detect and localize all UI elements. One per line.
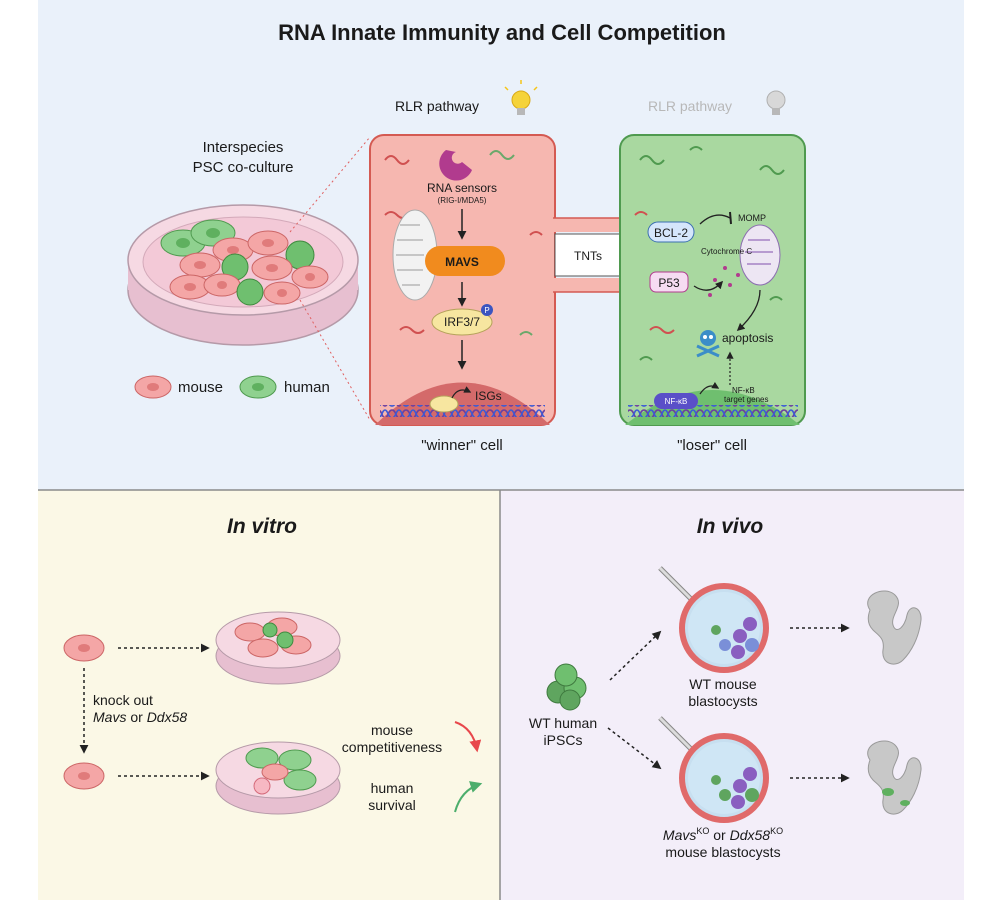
ipsc-label-line1: WT human <box>529 715 597 731</box>
ipsc-label-line2: iPSCs <box>544 732 583 748</box>
isg-transcription-arrow <box>451 386 472 399</box>
ko-blastocyst <box>658 716 769 823</box>
wt-embryo-icon <box>867 590 922 665</box>
irf-label: IRF3/7 <box>444 315 480 329</box>
ko-blastocyst-label-line1: MavsKO or Ddx58KO <box>663 826 783 843</box>
human-ipsc-cluster <box>546 663 587 711</box>
dish-mouse-cell <box>247 230 289 256</box>
up-arrow-icon <box>454 781 483 813</box>
in-vitro-panel <box>38 490 500 900</box>
rna-sensors-sublabel: (RIG-I/MDA5) <box>438 196 487 205</box>
mouse-competitiveness-line1: mouse <box>371 722 413 738</box>
rna-sensor-icon <box>439 150 472 181</box>
coculture-dish <box>127 204 359 346</box>
coculture-label-line2: PSC co-culture <box>193 159 294 176</box>
figure-title: RNA Innate Immunity and Cell Competition <box>278 20 726 45</box>
irf-box <box>431 308 493 336</box>
cytc-to-apoptosis-arrow <box>736 289 761 332</box>
loser-caption: "loser" cell <box>677 437 747 454</box>
p53-to-momp-arrow <box>693 280 724 291</box>
invitro-dish-ko <box>215 741 341 815</box>
lightbulb-off-icon <box>766 90 786 115</box>
invitro-dish-wt <box>215 611 341 685</box>
loser-cell <box>619 134 806 426</box>
winner-cell <box>369 134 556 426</box>
in-vitro-title: In vitro <box>227 515 297 538</box>
dish-mouse-cell <box>179 252 221 278</box>
legend-human-label: human <box>284 379 330 396</box>
zoom-line-bottom <box>299 299 371 421</box>
zoom-line-top <box>289 136 371 233</box>
nfkb-box <box>654 393 698 409</box>
bcl2-inhibition-line <box>699 214 731 225</box>
coculture-label-line1: Interspecies <box>203 139 284 156</box>
p53-box <box>649 271 689 293</box>
invitro-mouse-cell-ko <box>63 762 105 790</box>
nfkb-targets-line1: NF-κB <box>732 386 755 395</box>
legend-mouse <box>134 375 172 399</box>
winner-caption: "winner" cell <box>421 437 503 454</box>
knockout-label-line2: Mavs or Ddx58 <box>93 709 187 725</box>
bcl2-inhibition-bar <box>729 211 732 225</box>
bcl2-box <box>647 221 695 243</box>
tnt-bridge <box>553 217 625 293</box>
ko-embryo-icon <box>867 740 922 815</box>
tnts-label: TNTs <box>574 249 602 263</box>
cytochrome-label: Cytochrome C <box>701 247 752 256</box>
rna-sensors-label: RNA sensors <box>427 181 497 195</box>
phosphate-icon <box>481 304 493 316</box>
ko-blastocyst-label-line2: mouse blastocysts <box>665 844 780 860</box>
phosphate-label: P <box>484 306 489 315</box>
bcl2-label: BCL-2 <box>654 226 688 240</box>
winner-pathway-label: RLR pathway <box>395 98 479 114</box>
loser-pathway-label: RLR pathway <box>648 98 732 114</box>
human-survival-line2: survival <box>368 797 415 813</box>
dish-mouse-cell <box>263 281 301 305</box>
isg-factor <box>429 395 459 413</box>
dish-mouse-cell <box>251 255 293 281</box>
dish-mouse-cell <box>169 274 211 300</box>
momp-label: MOMP <box>738 213 766 223</box>
wt-blastocyst-label-line1: WT mouse <box>689 676 757 692</box>
loser-mitochondrion-icon <box>739 224 781 286</box>
p53-label: P53 <box>658 276 680 290</box>
down-arrow-icon <box>454 721 482 753</box>
mouse-competitiveness-line2: competitiveness <box>342 739 442 755</box>
wt-blastocyst <box>658 566 769 673</box>
apoptosis-label: apoptosis <box>722 331 773 345</box>
invitro-mouse-cell-wt <box>63 634 105 662</box>
skull-icon <box>696 330 720 358</box>
legend-human <box>239 375 277 399</box>
nfkb-transcription-arrow <box>699 381 720 395</box>
dish-human-cell <box>236 278 264 306</box>
human-survival-line1: human <box>371 780 414 796</box>
lightbulb-on-icon <box>504 80 538 115</box>
nfkb-targets-line2: target genes <box>724 395 768 404</box>
legend-mouse-label: mouse <box>178 379 223 396</box>
knockout-label-line1: knock out <box>93 692 153 708</box>
isgs-label: ISGs <box>475 389 502 403</box>
dish-mouse-cell <box>291 265 329 289</box>
nfkb-label: NF-κB <box>665 397 688 406</box>
dish-mouse-cell <box>203 273 241 297</box>
mavs-box <box>425 246 505 276</box>
in-vivo-title: In vivo <box>697 515 764 538</box>
mavs-label: MAVS <box>445 255 479 269</box>
arrow-ipsc-to-ko <box>607 727 662 770</box>
wt-blastocyst-label-line2: blastocysts <box>688 693 757 709</box>
